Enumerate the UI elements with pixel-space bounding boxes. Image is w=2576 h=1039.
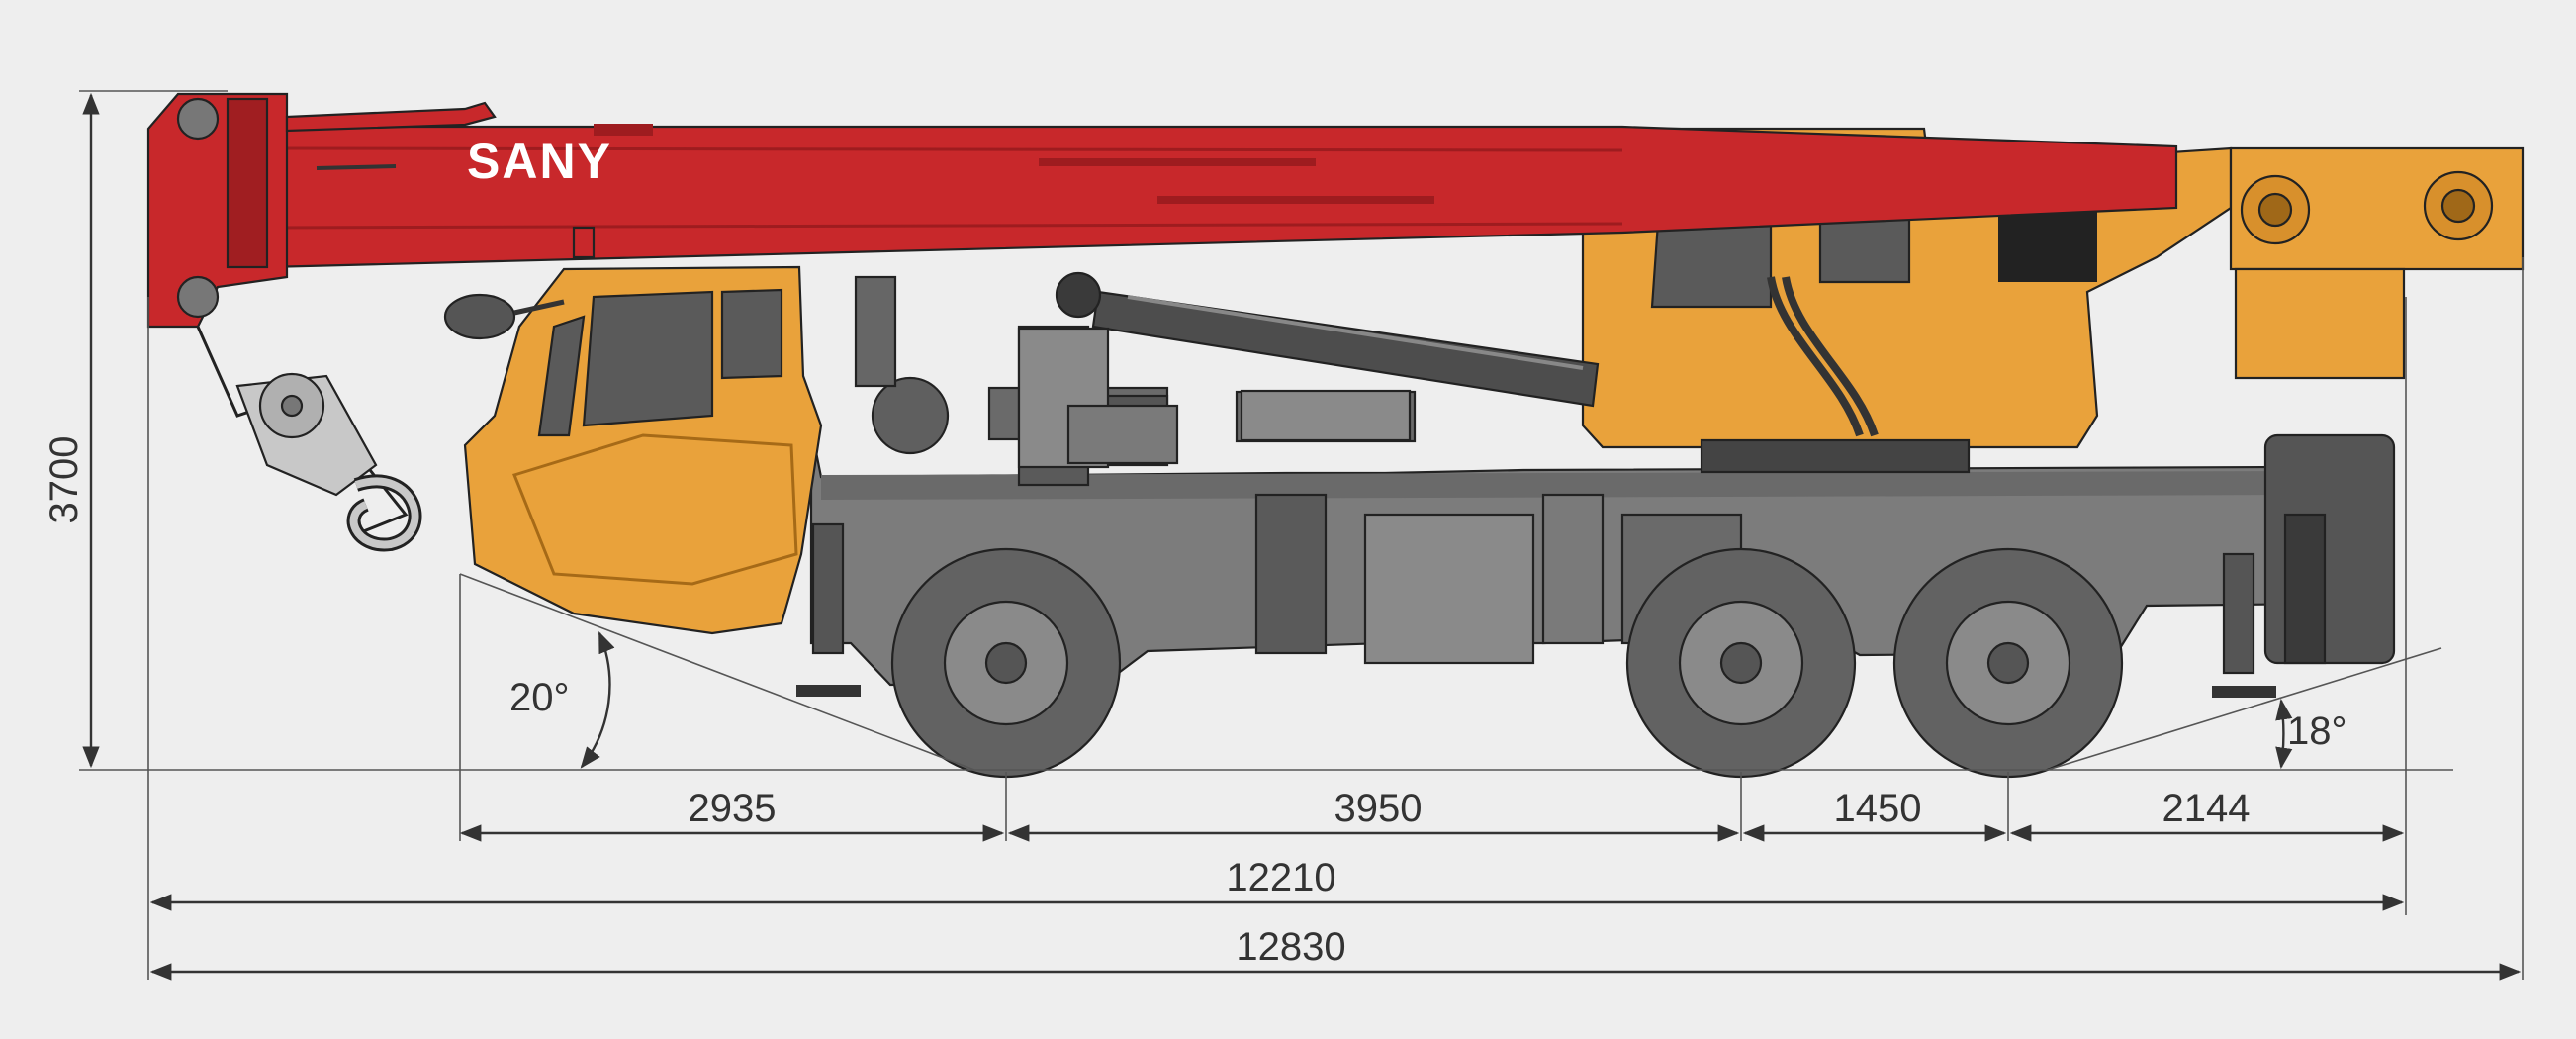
chassis-length-label: 12210 bbox=[1226, 856, 1335, 899]
height-label: 3700 bbox=[43, 436, 86, 524]
wheelbase-2-3-label: 1450 bbox=[1834, 787, 1922, 830]
telescopic-boom bbox=[146, 92, 2178, 329]
rear-wheel bbox=[1892, 547, 2124, 779]
hook-block bbox=[196, 326, 422, 552]
driver-cab bbox=[443, 226, 823, 635]
middle-wheel bbox=[1625, 547, 1857, 779]
wheelbase-1-2-label: 3950 bbox=[1334, 787, 1423, 830]
departure-angle-arc bbox=[2275, 698, 2293, 770]
front-wheel bbox=[890, 547, 1122, 779]
truck-crane: SANY bbox=[146, 92, 2525, 779]
front-overhang-label: 2935 bbox=[689, 787, 777, 830]
dimension-annotations: 3700 2935 3950 1450 2144 12210 12830 20°… bbox=[43, 90, 2524, 981]
departure-angle-label: 18° bbox=[2287, 709, 2347, 753]
outriggers bbox=[796, 522, 2276, 698]
rear-overhang-label: 2144 bbox=[2162, 787, 2251, 830]
side-equipment bbox=[1017, 327, 1412, 469]
approach-angle-label: 20° bbox=[509, 676, 570, 719]
wheels bbox=[890, 547, 2124, 779]
overall-length-label: 12830 bbox=[1236, 925, 1345, 969]
luffing-cylinder bbox=[1055, 271, 1600, 408]
sany-logo: SANY bbox=[467, 134, 612, 189]
approach-angle-arc bbox=[580, 631, 615, 769]
